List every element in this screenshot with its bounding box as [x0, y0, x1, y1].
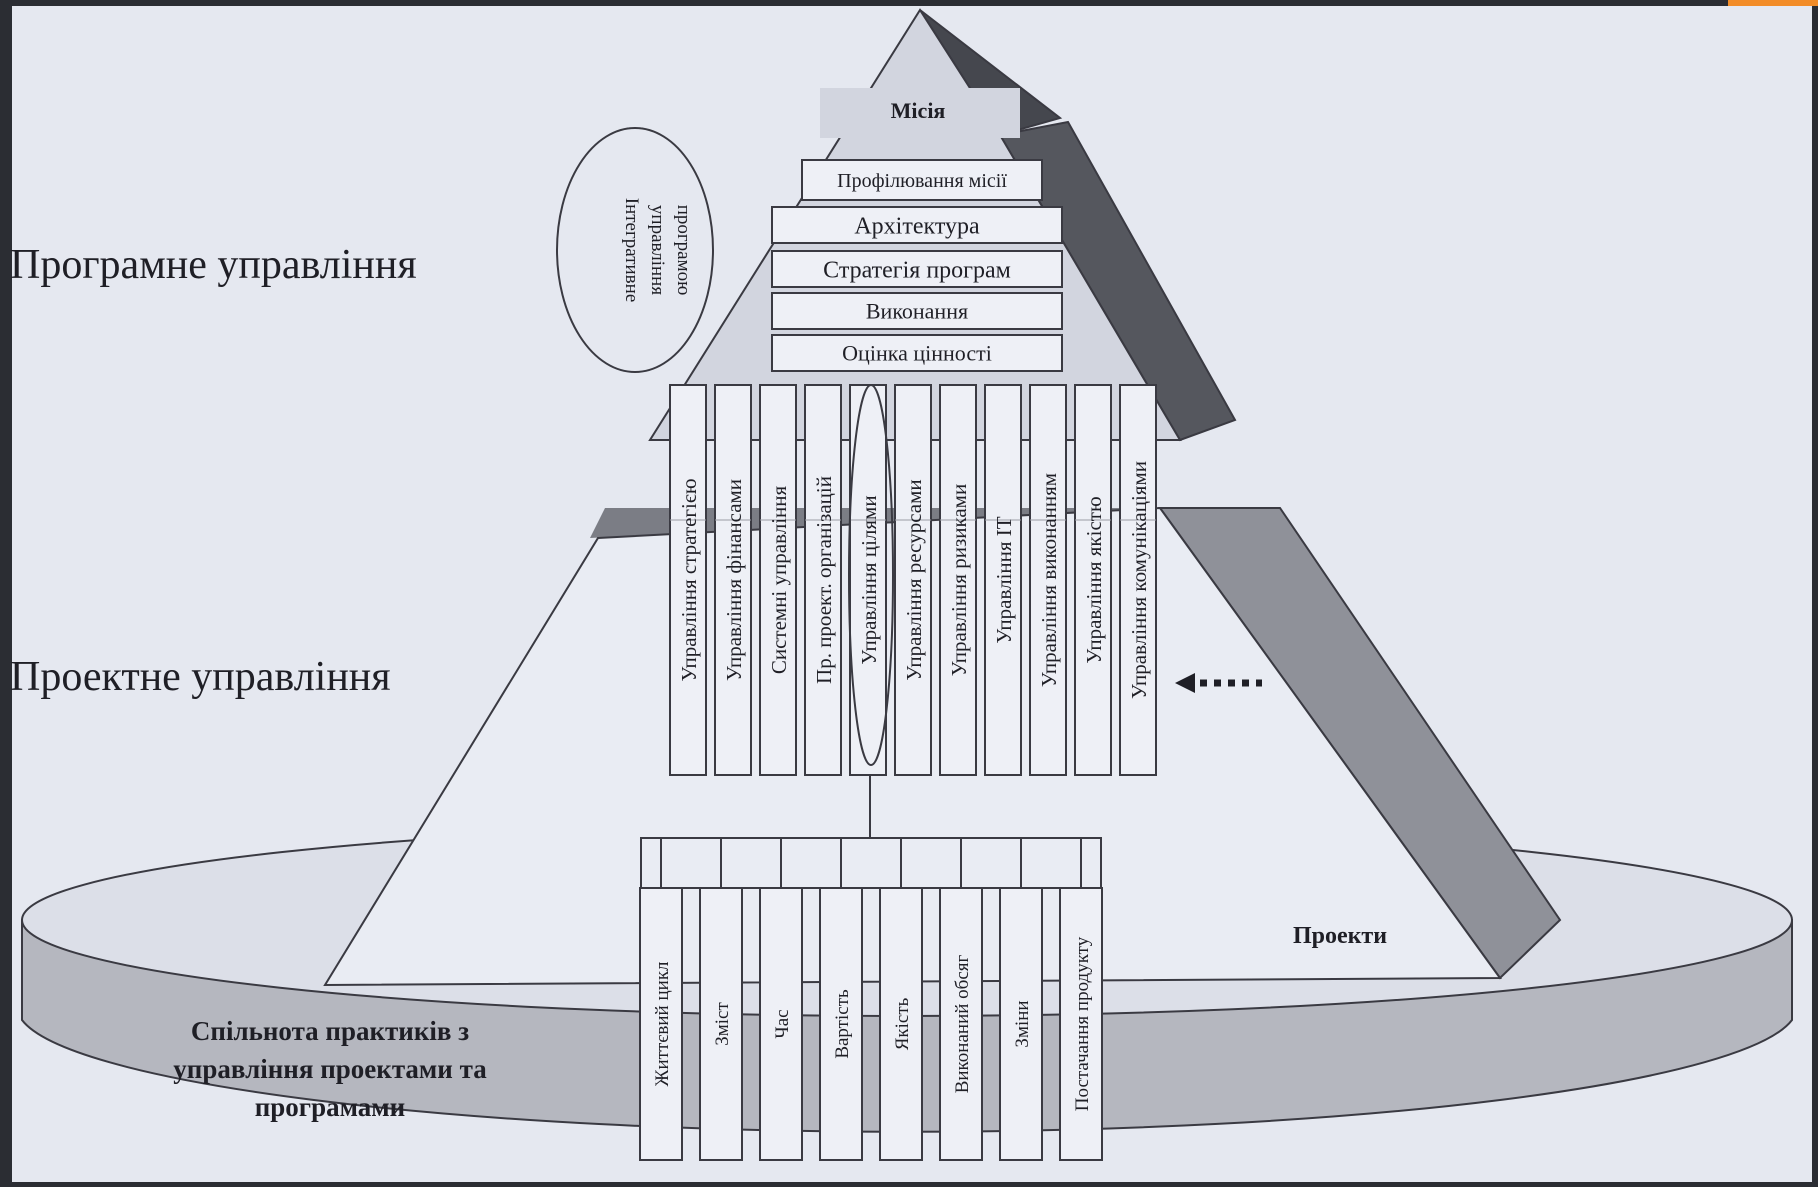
base-column-label: Зміст — [712, 1002, 733, 1046]
community-line: програмами — [255, 1092, 406, 1122]
management-columns: Управління стратегією Управління фінансам… — [669, 384, 1157, 776]
program-level-label: Профілювання місії — [837, 170, 1007, 192]
management-column-label: Управління виконанням — [1037, 473, 1061, 687]
management-column — [1074, 384, 1112, 776]
mission-label: Місія — [891, 98, 946, 123]
base-column — [639, 887, 683, 1161]
program-level-label: Виконання — [866, 299, 968, 324]
management-column — [1029, 384, 1067, 776]
management-column — [714, 384, 752, 776]
base-column-label: Якість — [892, 997, 913, 1050]
mission-box — [820, 88, 1020, 138]
management-column-label: Пр. проект. організацій — [812, 476, 836, 684]
base-column — [699, 887, 743, 1161]
base-column-label: Зміни — [1012, 1000, 1033, 1047]
management-column-label: Управління якістю — [1082, 496, 1106, 663]
management-column — [894, 384, 932, 776]
management-column — [984, 384, 1022, 776]
base-column-label: Постачання продукту — [1072, 936, 1093, 1111]
management-column — [759, 384, 797, 776]
management-column-label: Управління фінансами — [722, 479, 746, 681]
label-project-management: Проектне управління — [10, 654, 391, 700]
base-column — [879, 887, 923, 1161]
accent-bar — [1728, 0, 1818, 6]
dotted-arrow-icon — [1175, 673, 1262, 693]
management-column-label: Системні управління — [767, 486, 791, 675]
program-level-label: Архітектура — [854, 213, 980, 239]
base-column — [999, 887, 1043, 1161]
management-column-label: Управління цілями — [857, 495, 881, 664]
management-column — [939, 384, 977, 776]
program-level-box — [771, 292, 1063, 330]
management-column-label: Управління ризиками — [947, 484, 971, 676]
oval-line: Інтегративне — [621, 198, 642, 303]
management-column — [1119, 384, 1157, 776]
label-program-management: Програмне управління — [10, 242, 417, 288]
base-column-label: Життєвий цикл — [652, 961, 673, 1087]
base-column — [1059, 887, 1103, 1161]
management-column-label: Управління ресурсами — [902, 479, 926, 680]
program-level-label: Оцінка цінності — [842, 341, 992, 366]
management-column — [669, 384, 707, 776]
base-columns: Життєвий цикл Зміст Час Вартість Якість Викон… — [639, 887, 1103, 1161]
base-column — [759, 887, 803, 1161]
base-column-label: Виконаний обсяг — [952, 955, 973, 1094]
connector-tree — [640, 775, 1102, 889]
base-column-label: Вартість — [832, 989, 853, 1059]
program-level-label: Стратегія програм — [823, 257, 1011, 283]
base-column — [819, 887, 863, 1161]
connector-bar — [640, 837, 1102, 889]
management-column — [804, 384, 842, 776]
program-level-box — [771, 206, 1063, 244]
program-level-box — [771, 334, 1063, 372]
management-column-label: Управління комунікаціями — [1127, 461, 1151, 699]
community-line: Спільнота практиків з — [191, 1016, 469, 1046]
community-line: управління проектами та — [173, 1054, 487, 1084]
management-column-label: Управління стратегією — [677, 478, 701, 681]
base-column-label: Час — [772, 1009, 793, 1038]
goals-highlight-oval — [848, 384, 894, 766]
oval-line: програмою — [673, 205, 694, 296]
projects-label: Проекти — [1293, 923, 1387, 949]
base-column — [939, 887, 983, 1161]
integrative-management-oval — [556, 127, 714, 373]
community-label: Спільнота практиків з управління проектам… — [173, 1016, 487, 1122]
program-level-box — [801, 159, 1043, 201]
oval-line: управління — [647, 205, 668, 295]
management-column-label: Управління IT — [992, 516, 1016, 643]
program-level-box — [771, 250, 1063, 288]
